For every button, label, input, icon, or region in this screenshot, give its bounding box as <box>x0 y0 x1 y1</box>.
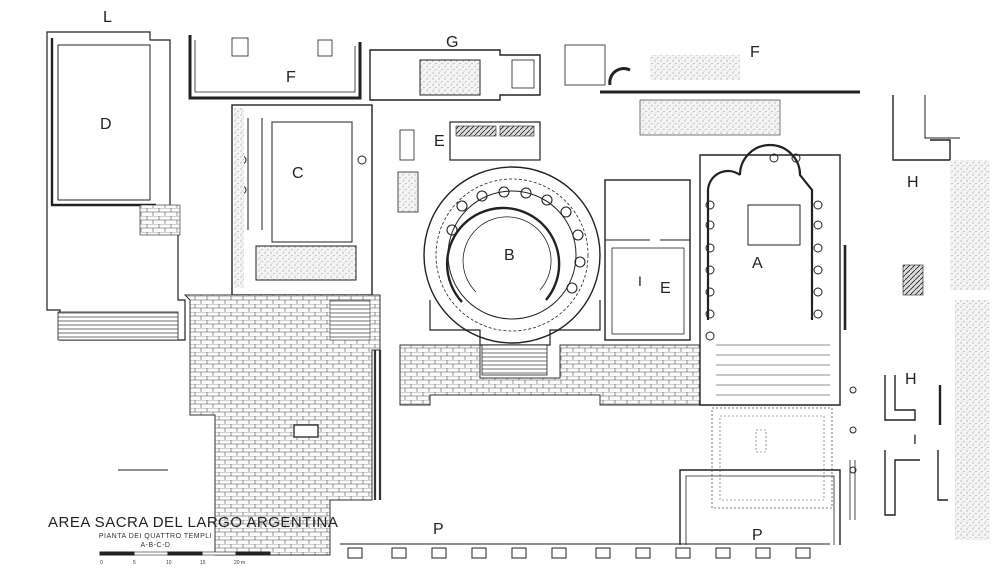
plan-temples: A-B-C-D <box>140 542 171 549</box>
portico-piers <box>340 543 830 559</box>
stone-pavement-central <box>399 344 701 406</box>
label-c: C <box>292 165 304 182</box>
label-e-lower: E <box>660 280 671 297</box>
wall-f-left <box>188 35 362 100</box>
temple-d <box>46 31 186 341</box>
structures-h-i <box>849 95 990 540</box>
label-f-right: F <box>750 44 760 61</box>
label-f-left: F <box>286 69 296 86</box>
label-i-center: I <box>638 273 642 289</box>
label-g: G <box>446 34 459 51</box>
portico-p-right <box>679 469 841 545</box>
room-e-upper <box>397 121 541 213</box>
label-l: L <box>103 9 112 26</box>
room-e-lower <box>604 179 691 341</box>
temple-a <box>699 143 847 406</box>
temple-b <box>423 166 601 376</box>
label-p-right: P <box>752 527 763 544</box>
scale-tick-0: 0 <box>100 560 103 566</box>
title-block: AREA SACRA DEL LARGO ARGENTINA PIANTA DE… <box>48 514 348 549</box>
scale-tick-20: 20 m <box>234 560 246 566</box>
temple-c <box>231 104 373 296</box>
plan-subtitle: PIANTA DEI QUATTRO TEMPLI <box>98 533 213 540</box>
ghost-structure <box>711 407 833 509</box>
label-e-upper: E <box>434 133 445 150</box>
wall-f-right <box>564 44 860 136</box>
label-d: D <box>100 116 112 133</box>
stone-pavement-west <box>183 294 382 556</box>
label-h-upper: H <box>907 174 919 191</box>
label-h-lower: H <box>905 371 917 388</box>
label-a: A <box>752 255 763 272</box>
scale-tick-5: 5 <box>133 560 136 566</box>
scale-labels: 0 5 10 15 20 m <box>100 560 270 568</box>
label-i-right: I <box>913 431 917 447</box>
scale-tick-15: 15 <box>200 560 206 566</box>
scale-tick-10: 10 <box>166 560 172 566</box>
label-p-left: P <box>433 521 444 538</box>
plan-title: AREA SACRA DEL LARGO ARGENTINA <box>48 514 339 531</box>
label-b: B <box>504 247 515 264</box>
structure-g <box>369 49 541 101</box>
scale-bar <box>99 469 271 556</box>
